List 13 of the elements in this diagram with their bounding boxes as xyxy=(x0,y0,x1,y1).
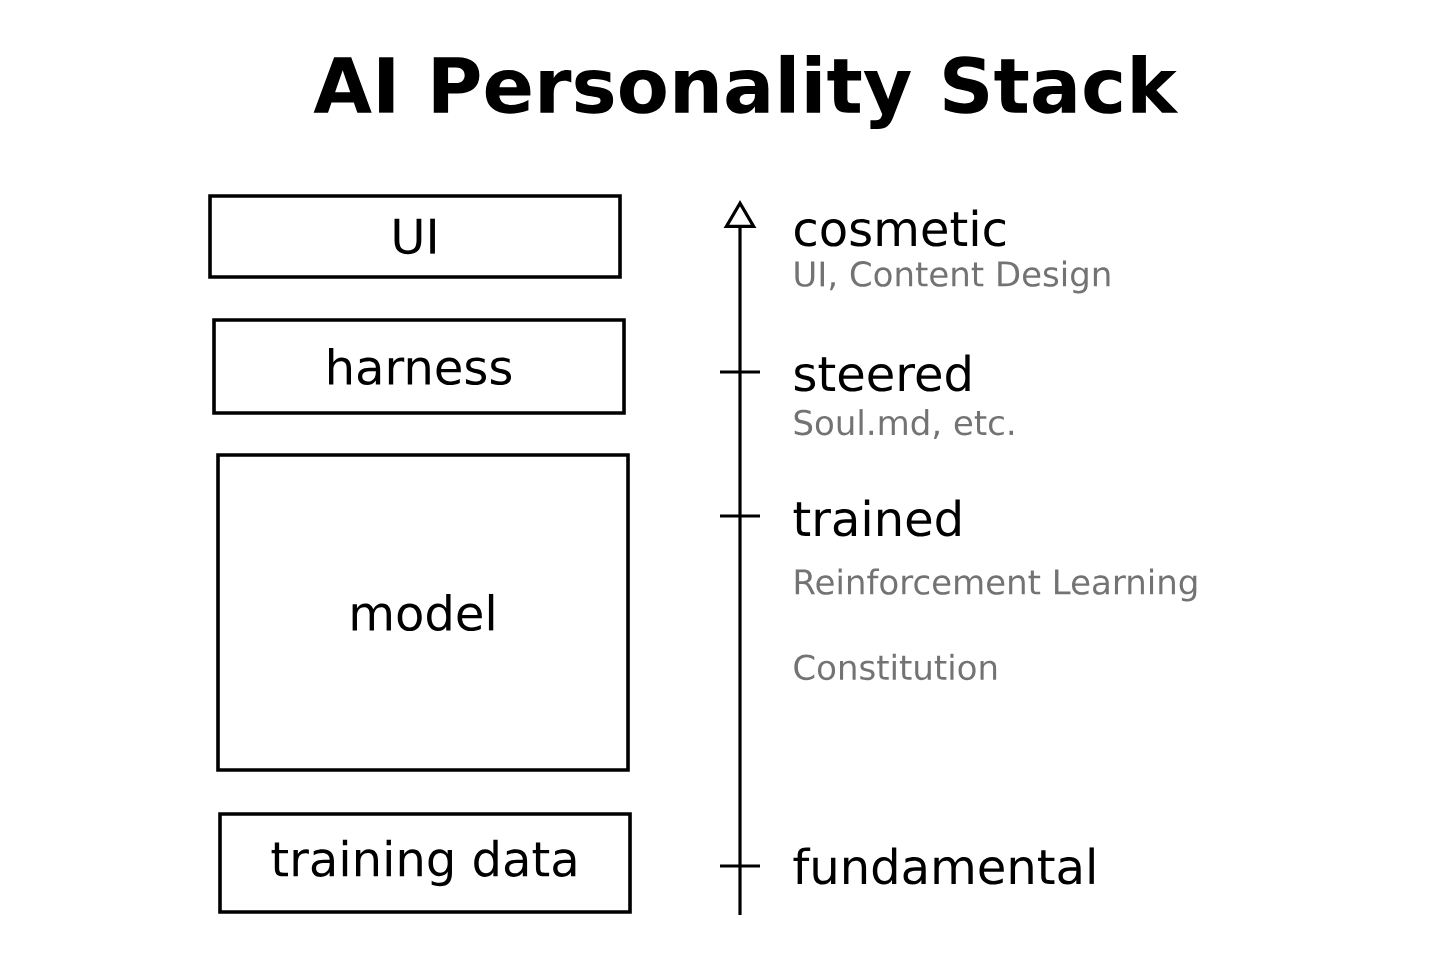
level-description: UI, Content Design xyxy=(795,260,1110,294)
level-description: Soul.md, etc. xyxy=(794,409,1013,439)
level-label: steered xyxy=(795,354,970,392)
level-label: cosmetic xyxy=(795,209,1005,247)
level-description: Reinforcement Learning xyxy=(795,568,1197,602)
layer-box: UI xyxy=(208,194,622,279)
layer-box: training data xyxy=(218,812,632,914)
title: AI Personality Stack xyxy=(313,54,1179,130)
level-description: Constitution xyxy=(794,653,997,681)
layer-box: harness xyxy=(212,318,626,415)
layer-box: model xyxy=(216,453,630,772)
level-label: fundamental xyxy=(793,847,1094,885)
level-label: trained xyxy=(793,499,960,537)
